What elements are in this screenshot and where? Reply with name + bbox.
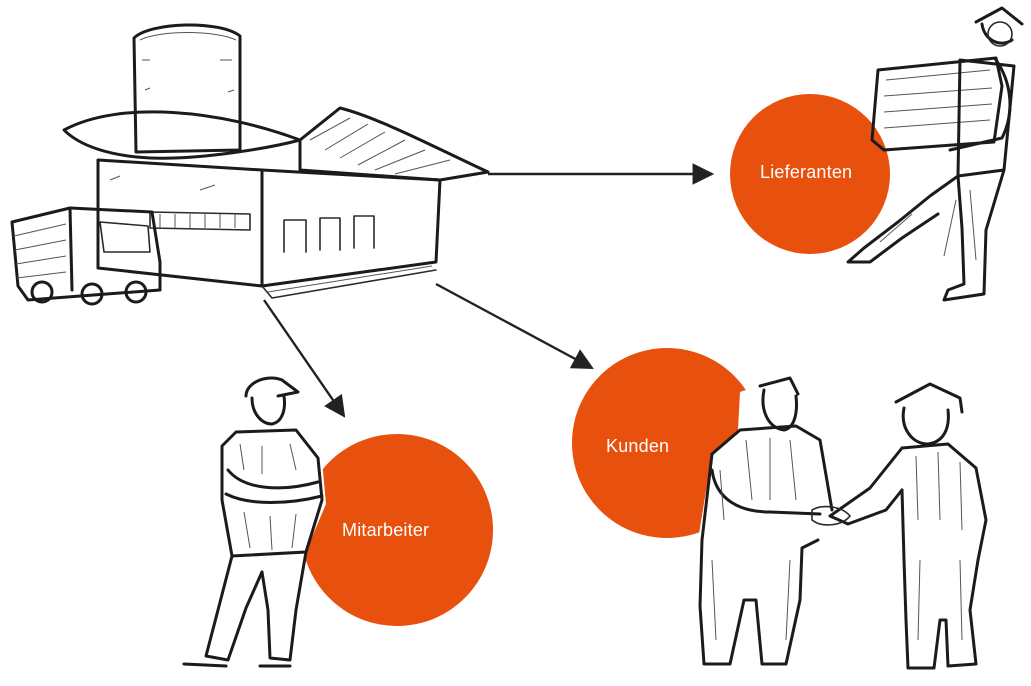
worker-illustration (182, 372, 326, 668)
lieferanten-label: Lieferanten (760, 162, 853, 182)
customers-illustration (698, 376, 988, 670)
mitarbeiter-label: Mitarbeiter (342, 520, 430, 540)
lieferanten-circle (730, 94, 890, 254)
factory-illustration (10, 23, 490, 306)
mitarbeiter-circle (301, 434, 493, 626)
supplier-illustration (846, 6, 1024, 302)
arrow-to-mitarbeiter (263, 299, 346, 418)
kunden-label: Kunden (606, 436, 670, 456)
arrow-to-kunden (435, 282, 594, 370)
